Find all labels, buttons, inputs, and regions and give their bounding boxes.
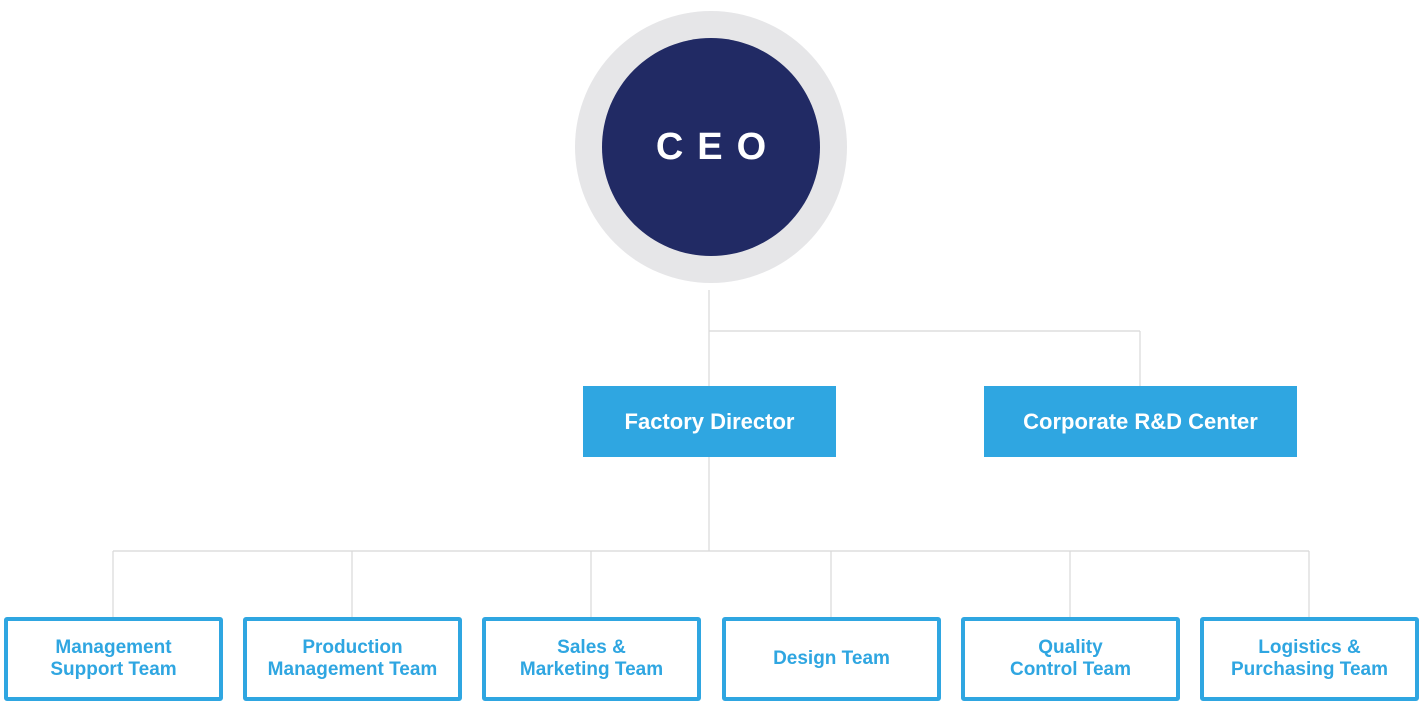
- team-label: Management Support Team: [50, 637, 177, 680]
- team-label: Logistics & Purchasing Team: [1231, 637, 1388, 680]
- team-label: Production Management Team: [267, 637, 438, 680]
- ceo-node: CEO: [602, 38, 820, 256]
- team-node-sales-marketing: Sales & Marketing Team: [482, 617, 701, 701]
- team-node-management-support: Management Support Team: [4, 617, 223, 701]
- factory-director-label: Factory Director: [624, 408, 795, 434]
- corporate-rd-center-node: Corporate R&D Center: [984, 386, 1297, 457]
- team-label: Quality Control Team: [1009, 637, 1132, 680]
- corporate-rd-center-label: Corporate R&D Center: [1023, 408, 1258, 434]
- team-node-quality-control: Quality Control Team: [961, 617, 1180, 701]
- team-label: Sales & Marketing Team: [519, 637, 664, 680]
- team-node-production-management: Production Management Team: [243, 617, 462, 701]
- team-node-logistics-purchasing: Logistics & Purchasing Team: [1200, 617, 1419, 701]
- ceo-label: CEO: [655, 125, 781, 168]
- team-node-design: Design Team: [722, 617, 941, 701]
- team-label: Design Team: [773, 648, 890, 669]
- factory-director-node: Factory Director: [583, 386, 836, 457]
